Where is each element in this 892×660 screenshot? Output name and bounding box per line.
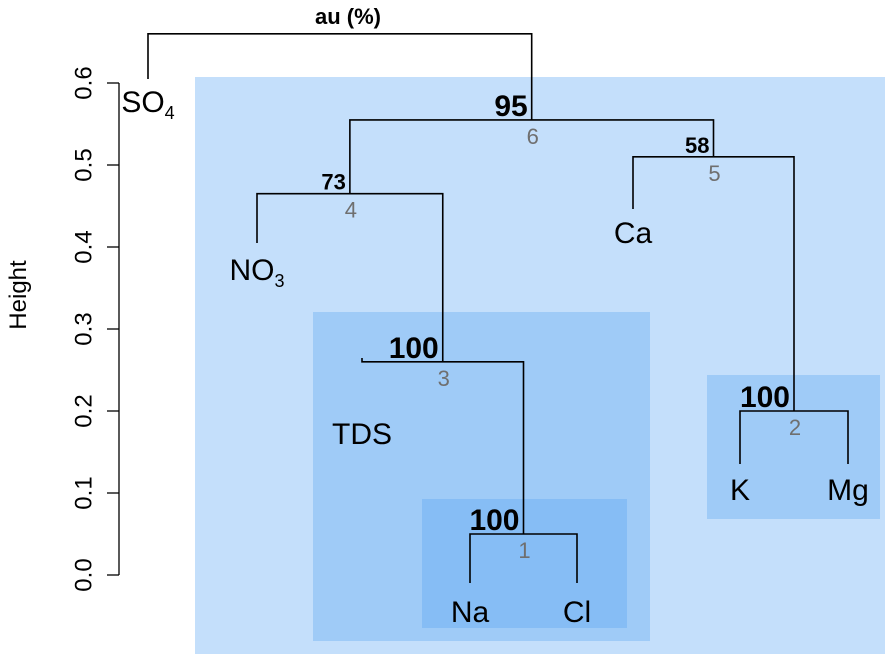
y-axis: 0.0 0.1 0.2 0.3 0.4 0.5 0.6 bbox=[71, 66, 120, 592]
leaf-label-cl: Cl bbox=[563, 596, 591, 629]
leaf-label-k: K bbox=[730, 474, 750, 507]
au-value-1: 100 bbox=[469, 504, 519, 537]
edge-number-3: 3 bbox=[438, 366, 450, 391]
chart-title: au (%) bbox=[315, 4, 381, 29]
leaf-label-no3: NO3 bbox=[229, 254, 284, 291]
leaf-label-na: Na bbox=[451, 596, 490, 629]
leaf-label-ca: Ca bbox=[614, 217, 653, 250]
y-tick-label-4: 0.4 bbox=[71, 230, 98, 263]
edge-number-4: 4 bbox=[345, 198, 357, 223]
au-value-2: 100 bbox=[740, 381, 790, 414]
cluster-highlights bbox=[195, 77, 885, 654]
leaf-label-tds: TDS bbox=[332, 418, 392, 451]
au-value-6: 95 bbox=[494, 90, 527, 123]
edge-number-1: 1 bbox=[518, 538, 530, 563]
y-axis-label: Height bbox=[5, 260, 32, 330]
y-tick-label-6: 0.6 bbox=[71, 66, 98, 99]
branch-root bbox=[147, 33, 533, 120]
y-tick-label-3: 0.3 bbox=[71, 312, 98, 345]
edge-number-6: 6 bbox=[527, 124, 539, 149]
y-tick-label-0: 0.0 bbox=[71, 558, 98, 591]
leaf-label-so4: SO4 bbox=[121, 86, 174, 123]
dendrogram-branches bbox=[147, 33, 849, 583]
leaf-label-mg: Mg bbox=[827, 474, 869, 507]
edge-number-2: 2 bbox=[789, 415, 801, 440]
y-tick-label-2: 0.2 bbox=[71, 394, 98, 427]
cluster-rect-4 bbox=[422, 499, 627, 628]
au-value-3: 100 bbox=[389, 332, 439, 365]
au-value-4: 73 bbox=[321, 170, 345, 195]
y-tick-label-1: 0.1 bbox=[71, 476, 98, 509]
y-tick-label-5: 0.5 bbox=[71, 148, 98, 181]
edge-number-5: 5 bbox=[708, 161, 720, 186]
au-value-5: 58 bbox=[685, 133, 709, 158]
